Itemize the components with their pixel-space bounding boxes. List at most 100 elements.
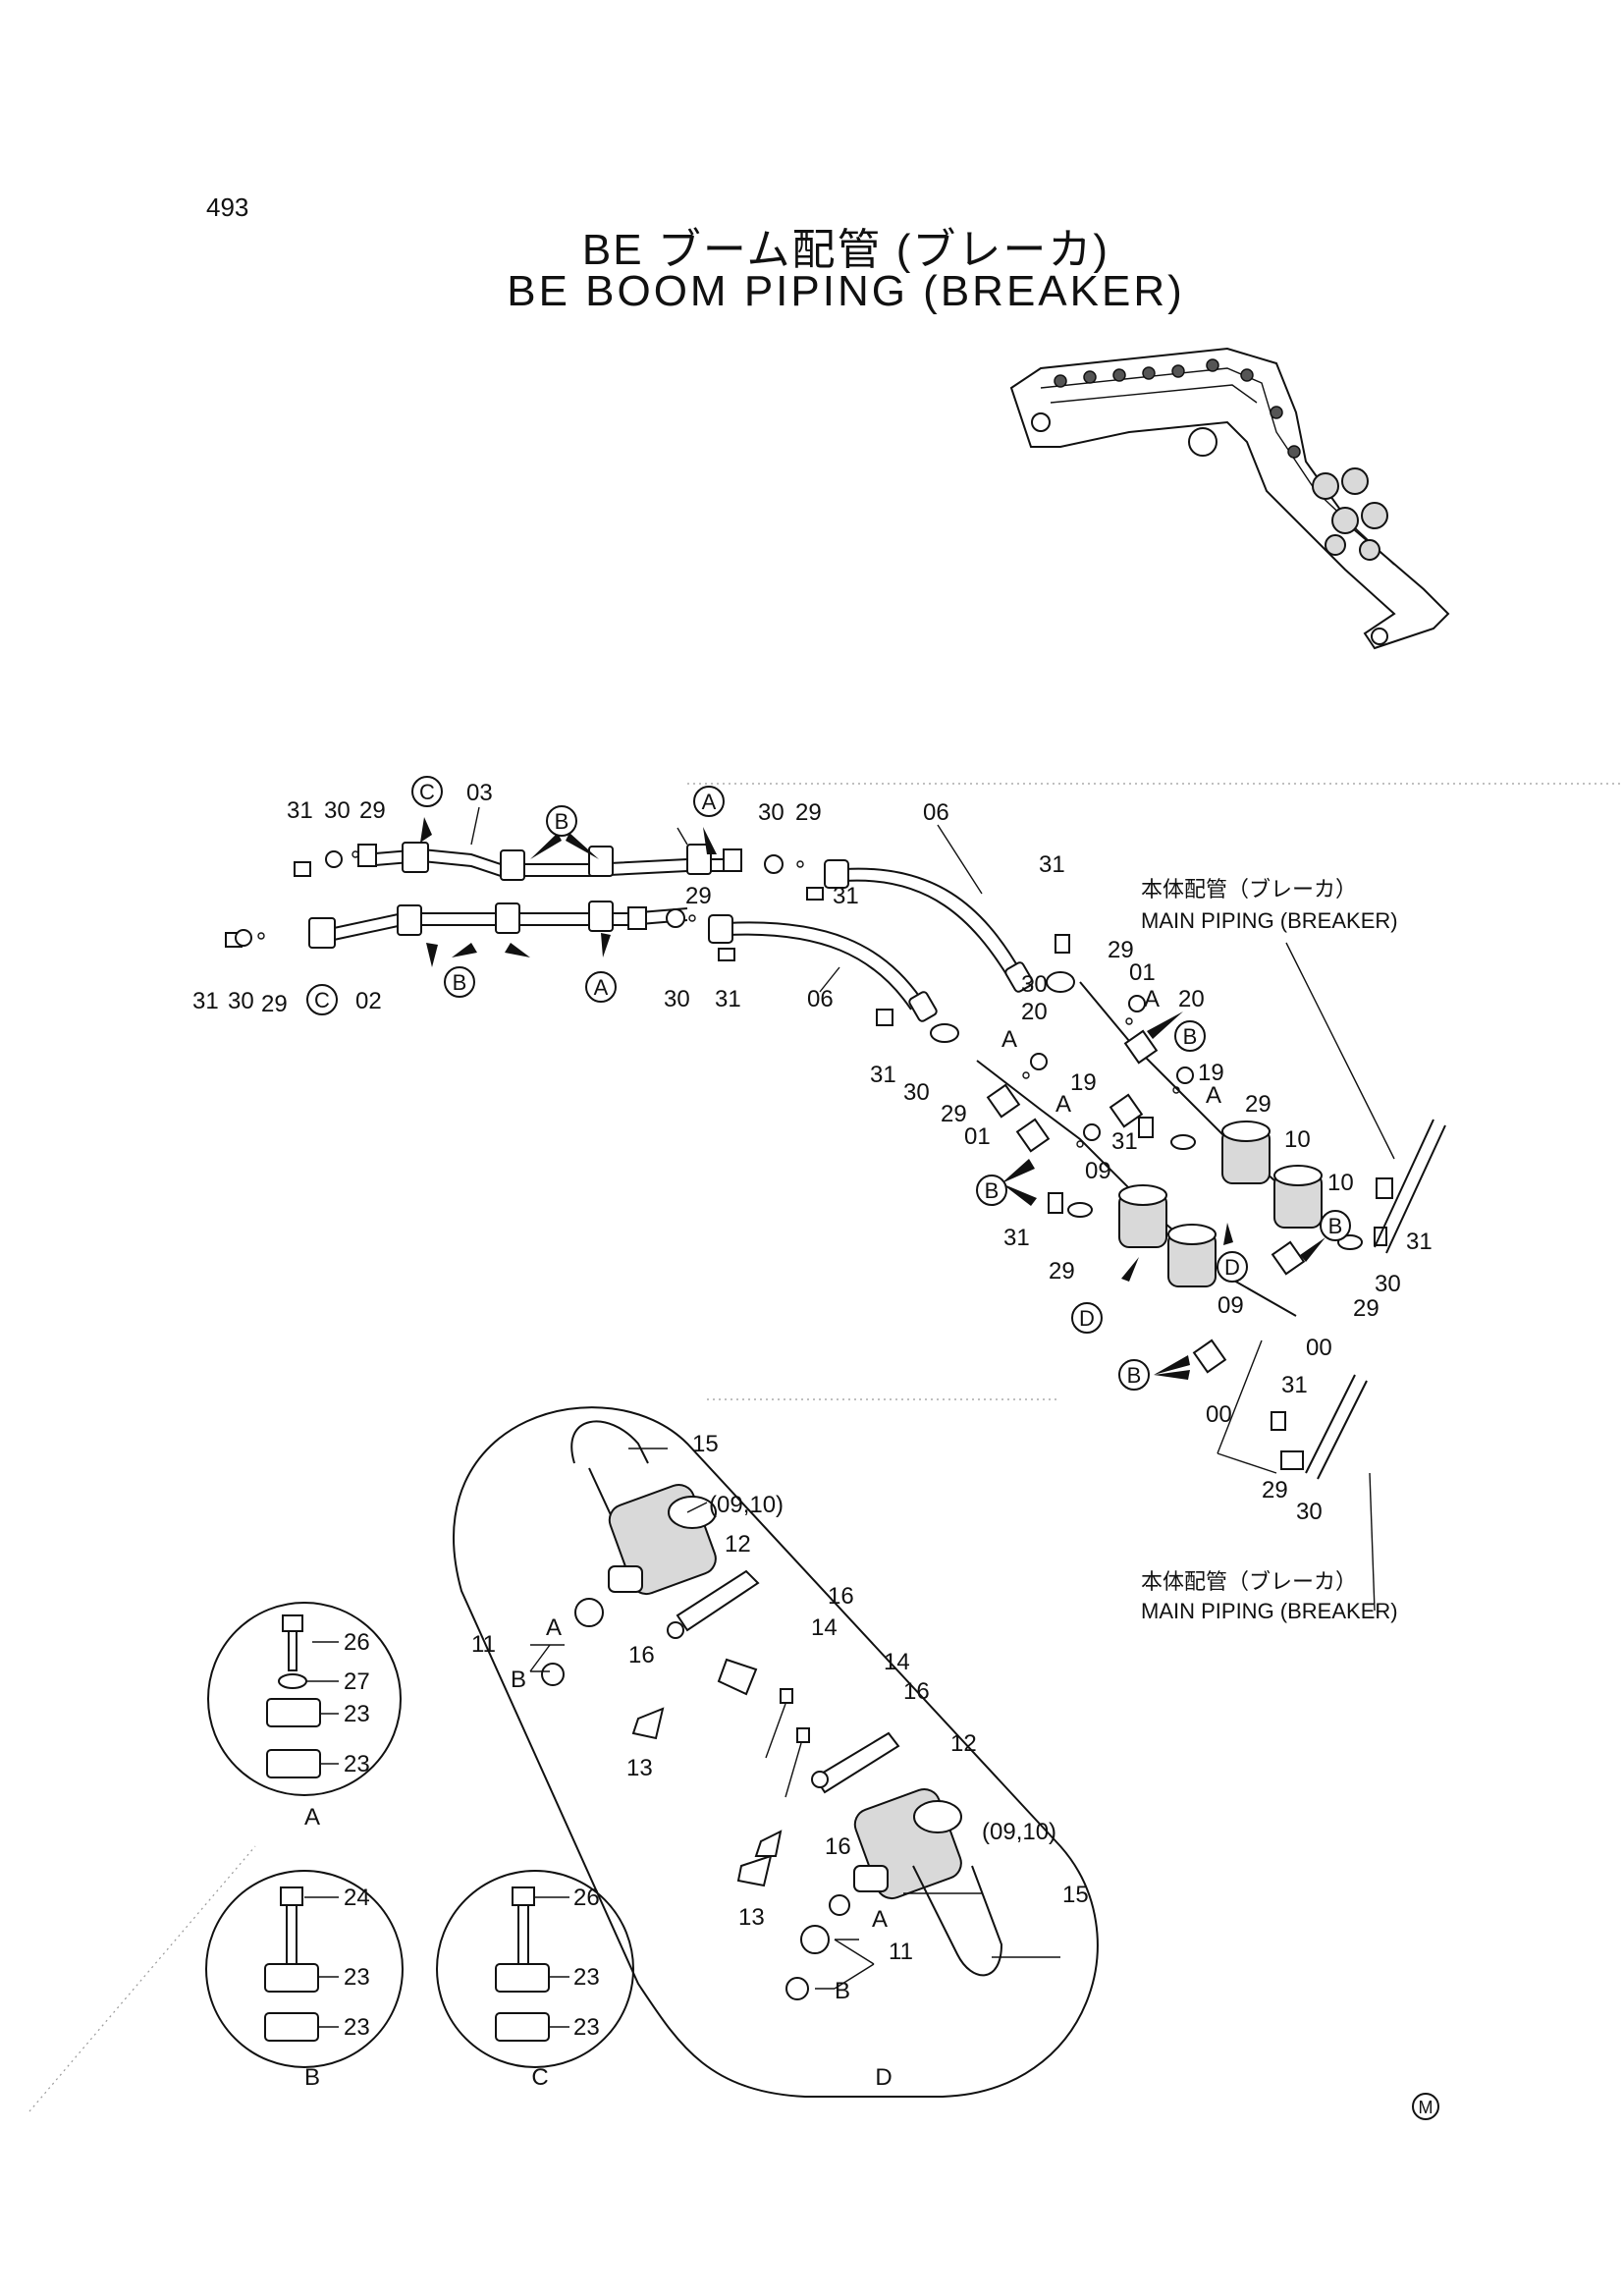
part-label: 15: [1062, 1882, 1089, 1908]
part-label: 09: [1085, 1158, 1111, 1184]
part-label: 23: [344, 1751, 370, 1777]
part-label: 16: [903, 1678, 930, 1705]
ref-b: B: [555, 809, 569, 834]
part-label: 01: [964, 1123, 991, 1150]
title-english: BE BOOM PIPING (BREAKER): [507, 267, 1185, 315]
detail-d-parts: [541, 1420, 1003, 2000]
part-label: 12: [950, 1730, 977, 1757]
valve-cluster: [976, 981, 1446, 1480]
part-label: 29: [1049, 1258, 1075, 1285]
ref-b: B: [985, 1178, 1000, 1203]
part-label: 11: [471, 1631, 496, 1658]
detail-b-outline: [205, 1870, 404, 2068]
divider-line: [28, 1845, 256, 2112]
detail-c-parts: [495, 1886, 550, 2042]
part-label: 16: [628, 1642, 655, 1668]
part-label: 02: [355, 988, 382, 1014]
detail-c-caption: C: [531, 2064, 548, 2091]
part-label: A: [1206, 1082, 1221, 1109]
part-label: 29: [359, 797, 386, 824]
part-label: 31: [1406, 1229, 1433, 1255]
part-label: 19: [1070, 1069, 1097, 1096]
part-label: 14: [884, 1649, 910, 1675]
part-label: 31: [833, 883, 859, 909]
detail-d-outline: [453, 1406, 1099, 2098]
part-label: 29: [941, 1101, 967, 1127]
part-label: 15: [692, 1431, 719, 1457]
part-label: 30: [1375, 1271, 1401, 1297]
part-label: 29: [1262, 1477, 1288, 1503]
part-label: 31: [1281, 1372, 1308, 1398]
part-label: 30: [1021, 971, 1048, 998]
part-label: 06: [807, 986, 834, 1012]
part-label: 23: [344, 1964, 370, 1991]
part-label: 23: [344, 2014, 370, 2041]
part-label: 09: [1217, 1292, 1244, 1319]
part-label: 27: [344, 1668, 370, 1695]
part-label: B: [511, 1667, 526, 1693]
part-label: 14: [811, 1614, 838, 1641]
part-label: 23: [344, 1701, 370, 1727]
ref-c: C: [419, 780, 435, 804]
part-label: 00: [1306, 1335, 1332, 1361]
ref-b: B: [453, 970, 467, 995]
main-piping-callouts: 本体配管（ブレーカ） MAIN PIPING (BREAKER) 本体配管（ブレ…: [1141, 877, 1398, 1623]
part-label: 31: [192, 988, 219, 1014]
ref-b: B: [1183, 1024, 1198, 1049]
part-label: A: [872, 1906, 888, 1933]
ref-d: D: [1079, 1306, 1095, 1331]
part-label: 29: [1108, 937, 1134, 963]
main-piping-en-top: MAIN PIPING (BREAKER): [1141, 908, 1398, 933]
detail-captions: A B C D: [304, 1804, 893, 2091]
part-label: 10: [1284, 1126, 1311, 1153]
part-label: 23: [573, 2014, 600, 2041]
part-label: 31: [1039, 851, 1065, 878]
part-label: 13: [738, 1904, 765, 1931]
ref-a: A: [594, 975, 609, 1000]
main-piping-jp-top: 本体配管（ブレーカ）: [1141, 877, 1357, 902]
part-label: 31: [1111, 1128, 1138, 1155]
part-label: 20: [1021, 999, 1048, 1025]
part-label: 29: [1353, 1295, 1380, 1322]
part-label: 13: [626, 1755, 653, 1781]
footer-mark: M: [1419, 2098, 1434, 2117]
part-label: 23: [573, 1964, 600, 1991]
detail-d-caption: D: [875, 2064, 892, 2091]
part-label: 01: [1129, 959, 1156, 986]
detail-a-caption: A: [304, 1804, 320, 1831]
ref-b: B: [1328, 1214, 1343, 1238]
title-japanese: BE ブーム配管 (ブレーカ): [581, 226, 1110, 274]
detail-b-parts: [264, 1886, 319, 2042]
leader-lines: [304, 806, 1395, 2028]
main-piping-jp-bottom: 本体配管（ブレーカ）: [1141, 1569, 1357, 1594]
reference-circles: [306, 776, 1439, 2120]
lower-pipe-assembly: [308, 901, 688, 949]
hoses: [708, 859, 1034, 1022]
part-label: 06: [923, 799, 949, 826]
part-label: 30: [664, 986, 690, 1012]
part-label: 30: [324, 797, 351, 824]
part-label: 29: [261, 991, 288, 1017]
part-label: 31: [1003, 1225, 1030, 1251]
part-label: 30: [1296, 1499, 1323, 1525]
detail-b-caption: B: [304, 2064, 320, 2091]
ref-d: D: [1224, 1255, 1240, 1280]
upper-pipe-assembly: [357, 842, 742, 881]
part-label: 31: [287, 797, 313, 824]
part-label: 30: [228, 988, 254, 1014]
part-label: 24: [344, 1885, 370, 1911]
part-label: 10: [1327, 1170, 1354, 1196]
part-label: 11: [889, 1939, 913, 1965]
part-label: B: [835, 1978, 850, 2004]
part-label: 12: [725, 1531, 751, 1558]
ref-c: C: [314, 988, 330, 1012]
part-label: 29: [685, 883, 712, 909]
part-label: 31: [870, 1062, 896, 1088]
part-label: 19: [1198, 1060, 1224, 1086]
reference-circle-letters: C B A C B A B B B D D B M: [314, 780, 1433, 2117]
part-label: 29: [1245, 1091, 1271, 1118]
ref-b: B: [1127, 1363, 1142, 1388]
part-label: 16: [828, 1583, 854, 1610]
part-label: (09,10): [982, 1819, 1056, 1845]
